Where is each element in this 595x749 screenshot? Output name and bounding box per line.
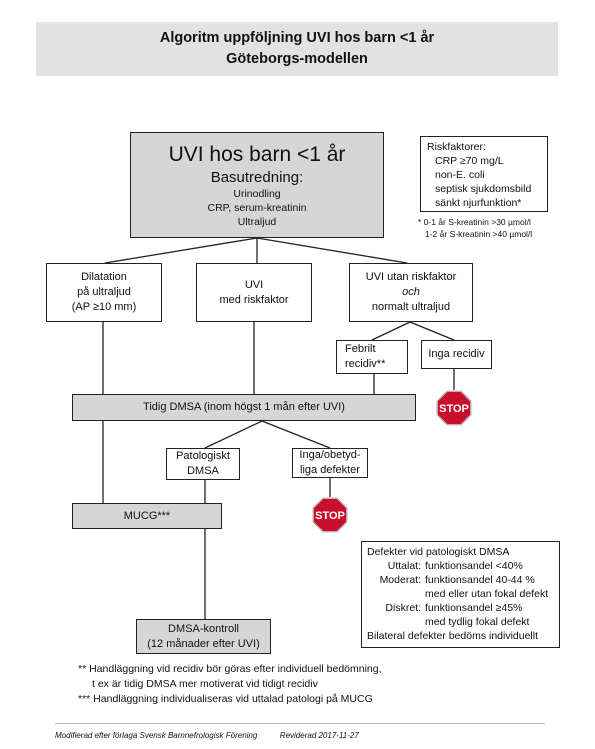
footer-source: Modifierad efter förlaga Svensk Barnnefr… — [55, 731, 258, 740]
risk-footnote-1: * 0-1 år S-kreatinin >30 µmol/l — [418, 217, 531, 227]
defects-row-text: funktionsandel 40-44 % — [425, 574, 535, 586]
main-item: Ultraljud — [237, 216, 277, 228]
footnote-line: ** Handläggning vid recidiv bör göras ef… — [78, 663, 382, 675]
risk-item: CRP ≥70 mg/L — [435, 155, 504, 167]
dmsa-kontroll-line: (12 månader efter UVI) — [147, 637, 260, 650]
inga-defekter-line: liga defekter — [300, 464, 360, 476]
uvi-risk-line: UVI — [244, 278, 264, 291]
defects-row: Uttalat: funktionsandel <40% — [367, 559, 554, 573]
footer-revised: Reviderad 2017-11-27 — [279, 731, 359, 740]
patologiskt-line: DMSA — [187, 465, 219, 477]
defects-row: med tydlig fokal defekt — [367, 615, 554, 629]
defects-box: Defekter vid patologiskt DMSA Uttalat: f… — [361, 541, 560, 648]
stop-sign-icon: STOP — [312, 497, 348, 533]
risk-heading: Riskfaktorer: — [427, 141, 486, 153]
defects-row-label: Diskret: — [385, 602, 421, 614]
risk-item: septisk sjukdomsbild — [435, 183, 532, 195]
defects-row-label: Moderat: — [379, 574, 421, 586]
risk-factors-box: Riskfaktorer: CRP ≥70 mg/L non-E. coli s… — [420, 136, 548, 212]
footnotes: ** Handläggning vid recidiv bör göras ef… — [78, 662, 382, 707]
risk-footnote-2: 1-2 år S-kreatinin >40 µmol/l — [425, 229, 533, 239]
patologiskt-line: Patologiskt — [176, 450, 230, 462]
inga-recidiv-label: Inga recidiv — [428, 348, 485, 360]
febrilt-recidiv-box: Febrilt recidiv** — [336, 340, 408, 374]
mucg-box: MUCG*** — [72, 503, 222, 529]
main-item: Urinodling — [233, 188, 281, 200]
defects-row-text: med tydlig fokal defekt — [425, 616, 530, 628]
dmsa-kontroll-box: DMSA-kontroll (12 månader efter UVI) — [136, 619, 271, 654]
defects-row-label — [367, 615, 425, 629]
defects-row-text: funktionsandel ≥45% — [425, 602, 523, 614]
dilatation-box: Dilatation på ultraljud (AP ≥10 mm) — [46, 263, 162, 322]
defects-row-label: Uttalat: — [387, 560, 421, 572]
risk-item: sänkt njurfunktion* — [435, 197, 522, 209]
inga-defekter-box: Inga/obetyd- liga defekter — [292, 448, 368, 478]
stop-sign-label: STOP — [439, 403, 469, 415]
febrilt-line: recidiv** — [345, 358, 386, 370]
defects-heading: Defekter vid patologiskt DMSA — [367, 546, 510, 558]
title-line-1: Algoritm uppföljning UVI hos barn <1 år — [159, 30, 435, 46]
stop-sign-label: STOP — [315, 510, 345, 522]
footer-divider — [55, 723, 545, 724]
uvi-risk-box: UVI med riskfaktor — [196, 263, 312, 322]
footnote-line: t ex är tidig DMSA mer motiverat vid tid… — [92, 678, 318, 690]
dilatation-line: på ultraljud — [77, 286, 131, 298]
febrilt-line: Febrilt — [345, 343, 376, 355]
inga-defekter-line: Inga/obetyd- — [299, 449, 361, 461]
defects-row: med eller utan fokal defekt — [367, 587, 554, 601]
defects-row: Moderat: funktionsandel 40-44 % — [367, 573, 554, 587]
patologiskt-dmsa-box: Patologiskt DMSA — [166, 448, 240, 480]
tidig-dmsa-box: Tidig DMSA (inom högst 1 mån efter UVI) — [72, 394, 416, 421]
inga-recidiv-box: Inga recidiv — [421, 340, 492, 369]
uvi-no-risk-och: och — [402, 286, 420, 298]
main-box: UVI hos barn <1 år Basutredning: Urinodl… — [130, 132, 384, 238]
main-heading: UVI hos barn <1 år — [168, 143, 346, 166]
footer: Modifierad efter förlaga Svensk Barnnefr… — [55, 731, 359, 740]
tidig-dmsa-label: Tidig DMSA (inom högst 1 mån efter UVI) — [143, 401, 345, 413]
uvi-risk-line: med riskfaktor — [219, 293, 289, 306]
defects-row: Diskret: funktionsandel ≥45% — [367, 601, 554, 615]
mucg-label: MUCG*** — [123, 509, 171, 522]
uvi-no-risk-box: UVI utan riskfaktor och normalt ultralju… — [349, 263, 473, 322]
uvi-no-risk-line: UVI utan riskfaktor — [365, 271, 457, 283]
defects-bilateral: Bilateral defekter bedöms individuellt — [367, 630, 539, 642]
defects-row-text: funktionsandel <40% — [425, 560, 523, 572]
main-item: CRP, serum-kreatinin — [207, 202, 307, 214]
title-line-2: Göteborgs-modellen — [226, 51, 368, 67]
risk-item: non-E. coli — [435, 169, 485, 181]
uvi-no-risk-line: normalt ultraljud — [371, 301, 451, 313]
defects-row-text: med eller utan fokal defekt — [425, 588, 549, 600]
title-banner: Algoritm uppföljning UVI hos barn <1 år … — [36, 22, 558, 76]
dilatation-line: (AP ≥10 mm) — [71, 301, 137, 313]
defects-row-label — [367, 587, 425, 601]
footnote-line: *** Handläggning individualiseras vid ut… — [78, 693, 373, 705]
main-subheading: Basutredning: — [210, 169, 304, 186]
dmsa-kontroll-line: DMSA-kontroll — [168, 622, 239, 635]
stop-sign-icon: STOP — [436, 390, 472, 426]
dilatation-line: Dilatation — [81, 271, 127, 283]
